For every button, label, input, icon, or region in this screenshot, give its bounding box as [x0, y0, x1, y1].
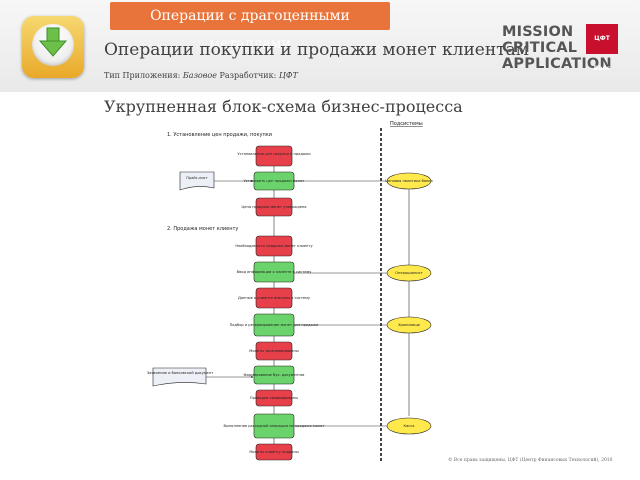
step-2-label: Установить цен продажи монет — [244, 179, 305, 183]
step-11-label: Выполнение расходной операции по продаже… — [224, 424, 325, 428]
lane-header: Подсистемы — [390, 121, 423, 127]
step-4-label: Необходимость продажи монет клиенту — [235, 244, 313, 248]
step-6-label: Данные о клиенте внесены в систему — [238, 296, 311, 300]
step-9-label: Формирование бух. документов — [244, 373, 305, 377]
page-title: Операции покупки и продажи монет клиента… — [104, 40, 529, 60]
step-1-label: Установление цен покупки и продажи — [237, 152, 311, 156]
system-4-label: Касса — [404, 424, 415, 428]
system-3-label: Хранилище — [398, 323, 421, 327]
left-doc-2-label: Заявление и банковский документ — [147, 371, 213, 375]
section-title: Укрупненная блок-схема бизнес-процесса — [104, 97, 463, 116]
logo-line1: MISSION — [502, 24, 574, 40]
logo-line3: APPLICATION — [502, 56, 612, 72]
meta-dev-label: Разработчик: — [219, 71, 277, 80]
step-5-label: Ввод информации о клиенте в систему — [237, 270, 313, 274]
step-4: Необходимость продажи монет клиенту — [235, 235, 313, 257]
step-3: Цена продажи монет утверждена — [242, 197, 307, 217]
logo-badge: ЦФТ Banc — [586, 24, 618, 72]
download-arrow-icon — [38, 27, 68, 57]
step-10-label: Проводки сформированы — [250, 396, 298, 400]
system-1: Ценовая политика банка — [385, 172, 433, 190]
meta-dev-value: ЦФТ — [278, 71, 298, 80]
step-5: Ввод информации о клиенте в систему — [237, 261, 313, 283]
system-2-label: Операционист — [395, 271, 423, 275]
app-icon — [22, 16, 84, 78]
left-doc-2: Заявление и банковский документ — [147, 367, 213, 387]
step-12: Монеты клиенту проданы — [249, 443, 299, 461]
section2-label: 2. Продажа монет клиенту — [167, 226, 238, 232]
step-9: Формирование бух. документов — [244, 365, 305, 385]
step-1: Установление цен покупки и продажи — [237, 145, 311, 167]
step-10: Проводки сформированы — [250, 389, 298, 407]
process-flowchart: Подсистемы 1. Установление цен продажи, … — [147, 121, 433, 461]
category-tag: Операции с драгоценными металлами — [110, 2, 390, 52]
left-doc-1-label: Прайс-лист — [186, 176, 208, 180]
step-7-label: Подбор и резервирование монет для продаж… — [230, 323, 319, 327]
step-2: Установить цен продажи монет — [244, 171, 305, 191]
system-3: Хранилище — [386, 316, 432, 334]
system-2: Операционист — [386, 264, 432, 282]
logo-line2: CRITICAL — [502, 40, 578, 56]
system-4: Касса — [386, 417, 432, 435]
left-doc-1: Прайс-лист — [179, 171, 215, 191]
system-1-label: Ценовая политика банка — [385, 179, 432, 183]
copyright-footer: © Все права защищены, ЦФТ (Центр Финансо… — [448, 458, 613, 463]
step-12-label: Монеты клиенту проданы — [249, 450, 299, 454]
step-8-label: Монеты зарезервированы — [249, 349, 299, 353]
app-meta: Тип Приложения: Базовое Разработчик: ЦФТ — [104, 71, 298, 80]
section1-label: 1. Установление цен продажи, покупки — [167, 132, 272, 138]
step-3-label: Цена продажи монет утверждена — [242, 205, 307, 209]
meta-type-label: Тип Приложения: — [104, 71, 181, 80]
step-6: Данные о клиенте внесены в систему — [238, 287, 311, 309]
meta-type-value: Базовое — [182, 71, 217, 80]
step-8: Монеты зарезервированы — [249, 341, 299, 361]
mission-critical-logo: MISSION CRITICAL APPLICATION ЦФТ Banc — [502, 24, 620, 78]
